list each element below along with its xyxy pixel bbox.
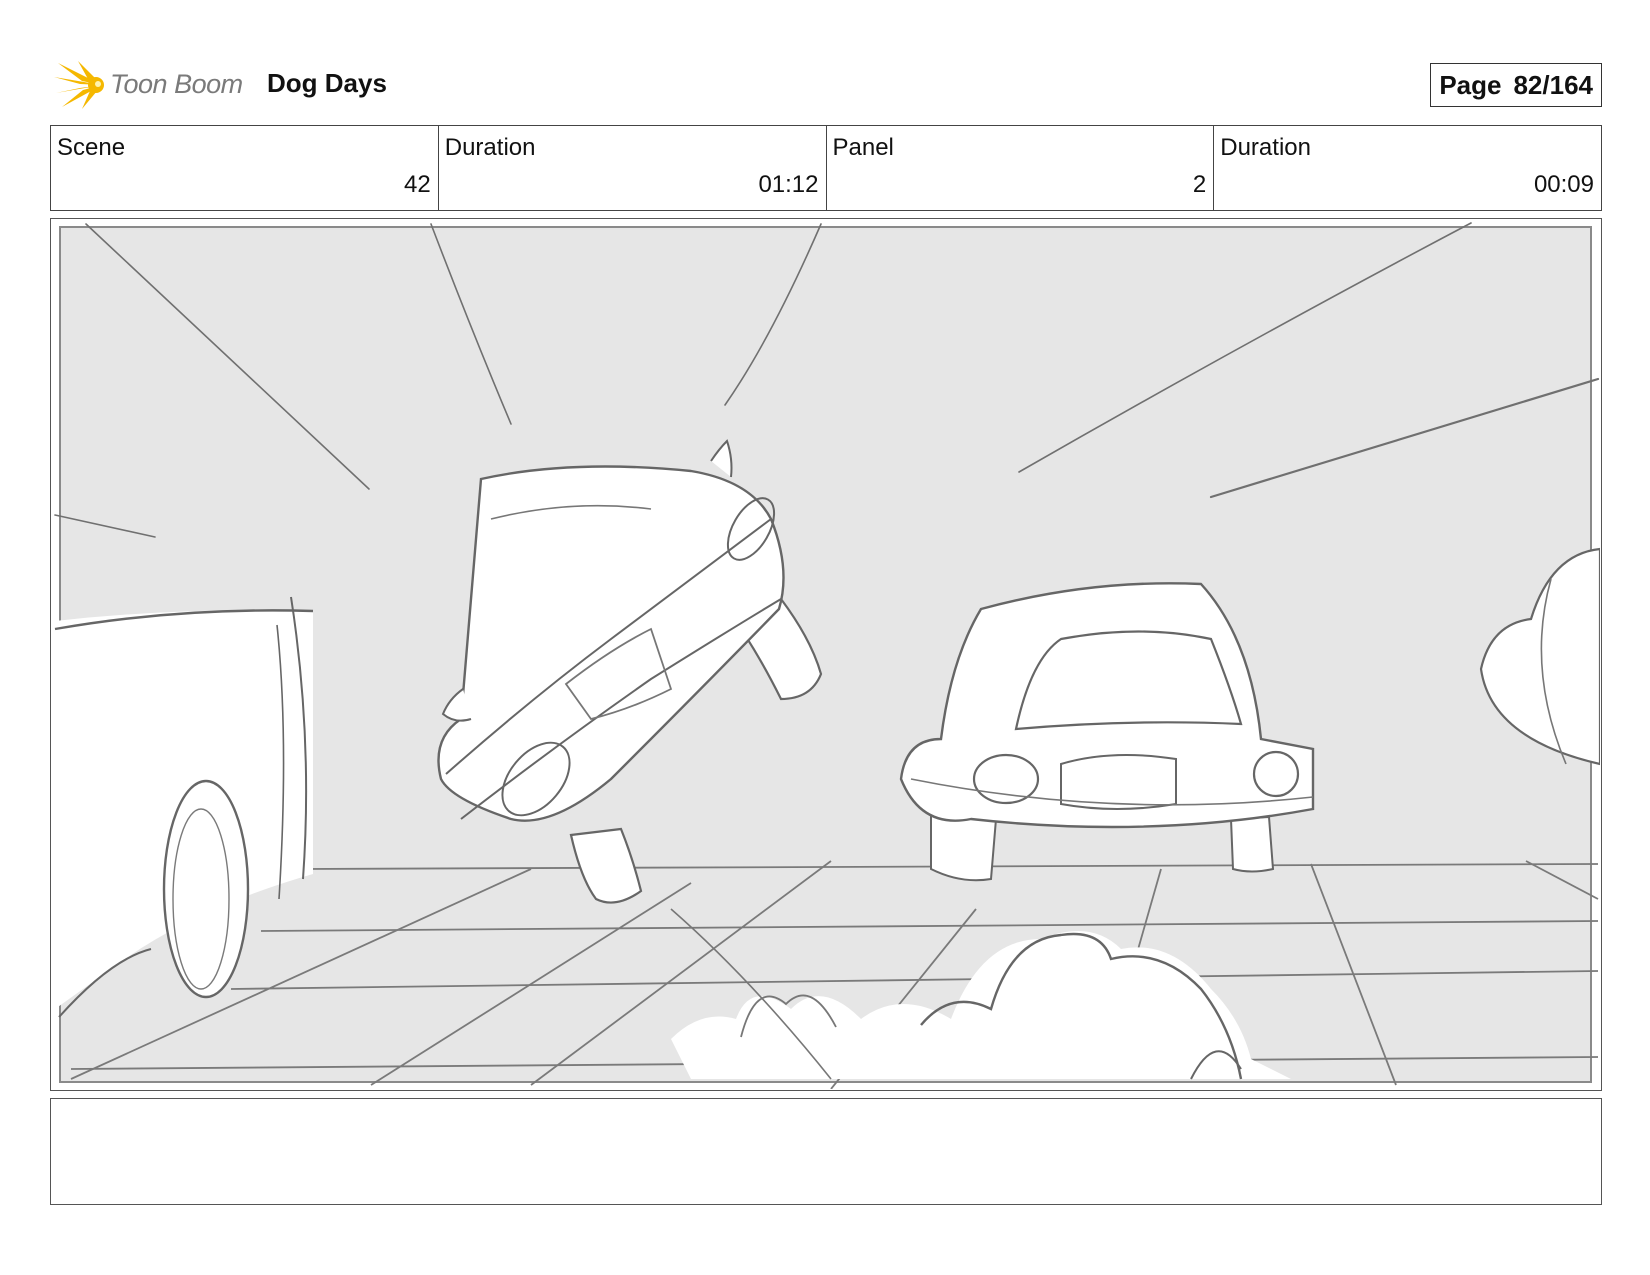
- right-edge-object-sketch: [1479, 547, 1600, 766]
- scene-duration-cell: Duration 01:12: [439, 126, 827, 210]
- flipping-car-sketch: [437, 439, 823, 904]
- panel-cell: Panel 2: [827, 126, 1215, 210]
- left-vehicle-sketch: [54, 596, 314, 1018]
- scene-info-table: Scene 42 Duration 01:12 Panel 2 Duration…: [50, 125, 1602, 211]
- toon-boom-logo: Toon Boom: [52, 59, 252, 111]
- scene-duration-label: Duration: [444, 134, 536, 161]
- front-car-sketch: [899, 582, 1315, 882]
- logo-text: Toon Boom: [110, 69, 243, 99]
- scene-value: 42: [404, 171, 431, 198]
- panel-label: Panel: [832, 134, 894, 161]
- panel-duration-label: Duration: [1220, 134, 1311, 161]
- page-counter: Page 82/164: [1430, 63, 1602, 107]
- panel-inner-frame: [59, 226, 1592, 1083]
- dust-cloud-sketch: [670, 908, 1291, 1080]
- scene-duration-value: 01:12: [758, 171, 819, 198]
- scene-cell: Scene 42: [51, 126, 439, 210]
- panel-duration-value: 00:09: [1533, 171, 1594, 198]
- storyboard-header: Toon Boom Dog Days Page 82/164: [50, 55, 1602, 110]
- panel-notes-box: [50, 1098, 1602, 1205]
- panel-duration-cell: Duration 00:09: [1214, 126, 1601, 210]
- scene-label: Scene: [57, 134, 126, 161]
- page-value: 82/164: [1513, 69, 1593, 100]
- starburst-icon: [54, 61, 104, 109]
- sketch-drawing: [54, 222, 1600, 1089]
- panel-value: 2: [1192, 171, 1207, 198]
- project-title: Dog Days: [267, 68, 387, 98]
- speed-lines: [54, 222, 1600, 538]
- storyboard-panel: [50, 218, 1602, 1091]
- page-label: Page: [1439, 69, 1502, 100]
